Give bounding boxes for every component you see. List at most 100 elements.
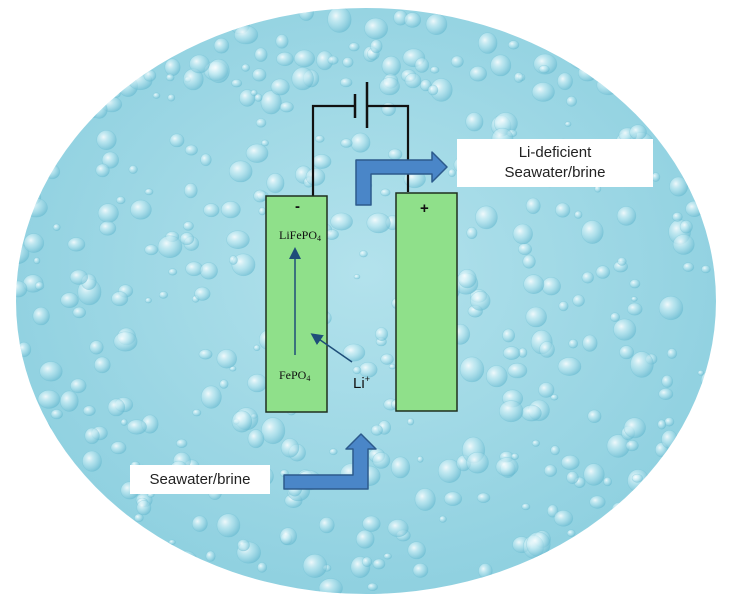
water-droplet [576, 37, 590, 49]
water-droplet [581, 271, 594, 284]
water-droplet [192, 409, 202, 417]
water-droplet [33, 257, 41, 265]
water-droplet [25, 570, 39, 583]
water-droplet [168, 539, 176, 546]
water-droplet [616, 206, 637, 226]
water-droplet [619, 345, 634, 360]
negative-electrode [265, 195, 328, 413]
water-droplet [16, 144, 35, 171]
water-droplet [97, 203, 119, 223]
water-droplet [661, 374, 674, 388]
water-droplet [569, 52, 592, 70]
water-droplet [353, 274, 361, 280]
water-droplet [189, 54, 210, 74]
water-droplet [121, 543, 143, 569]
water-droplet [89, 340, 104, 355]
water-droplet [60, 292, 79, 309]
water-droplet [16, 81, 22, 88]
water-droplet [96, 130, 117, 151]
water-droplet [617, 257, 627, 266]
water-droplet [586, 567, 607, 584]
water-droplet [475, 205, 498, 230]
water-droplet [685, 520, 701, 535]
water-droplet [407, 418, 415, 426]
water-droplet [61, 482, 87, 502]
water-droplet [28, 36, 42, 51]
negative-sign: - [295, 198, 300, 215]
water-droplet [82, 450, 102, 472]
water-droplet [388, 363, 397, 370]
water-droplet [650, 116, 664, 127]
water-droplet [42, 451, 55, 463]
water-droplet [672, 234, 695, 255]
water-droplet [37, 389, 61, 409]
water-droplet [478, 563, 493, 579]
water-droplet [370, 39, 383, 54]
water-droplet [526, 531, 551, 557]
water-droplet [416, 455, 424, 463]
water-droplet [510, 452, 519, 460]
water-droplet [176, 438, 188, 449]
water-droplet [95, 163, 110, 178]
water-droplet [101, 524, 118, 539]
water-droplet [25, 88, 42, 105]
water-droplet [566, 95, 577, 107]
water-droplet [678, 479, 698, 495]
outlet-flow-arrow [355, 151, 448, 206]
water-droplet [148, 27, 156, 33]
water-droplet [275, 34, 289, 49]
water-droplet [375, 327, 389, 341]
water-droplet [125, 59, 133, 68]
water-droplet [255, 118, 267, 128]
water-droplet [241, 63, 250, 72]
water-droplet [427, 84, 439, 96]
water-droplet [629, 279, 641, 289]
water-droplet [692, 153, 716, 173]
water-droplet [657, 106, 677, 127]
water-droplet [72, 306, 87, 319]
lifepo4-base: LiFePO [279, 228, 318, 242]
water-droplet [198, 349, 213, 360]
lifepo4-subscript: 4 [317, 234, 322, 243]
water-droplet [677, 91, 694, 105]
water-droplet [553, 509, 574, 527]
water-droplet [450, 55, 464, 68]
water-droplet [94, 356, 111, 374]
water-droplet [613, 318, 637, 341]
water-droplet [362, 515, 381, 532]
water-droplet [507, 362, 528, 379]
water-droplet [478, 32, 498, 54]
water-droplet [701, 485, 716, 502]
water-droplet [226, 230, 250, 249]
water-droplet [658, 388, 674, 400]
water-droplet [436, 587, 448, 594]
water-droplet [582, 334, 598, 352]
water-droplet [641, 567, 658, 580]
water-droplet [495, 457, 519, 477]
water-droplet [566, 529, 576, 538]
water-droplet [609, 312, 620, 323]
water-droplet [234, 25, 259, 45]
water-droplet [69, 269, 88, 285]
water-droplet [216, 513, 241, 538]
water-droplet [352, 366, 362, 375]
water-droplet [247, 373, 268, 393]
water-droplet [330, 212, 353, 231]
water-droplet [380, 353, 394, 365]
water-droplet [25, 471, 50, 495]
water-droplet [466, 226, 478, 240]
water-droplet [32, 306, 50, 326]
water-droplet [298, 8, 314, 21]
water-droplet [366, 212, 391, 234]
water-droplet [130, 199, 152, 220]
water-droplet [691, 437, 700, 445]
water-droplet [60, 390, 79, 412]
water-droplet [470, 291, 491, 311]
water-droplet [469, 65, 488, 82]
water-droplet [523, 274, 545, 295]
water-droplet [499, 400, 524, 423]
water-droplet [596, 75, 621, 96]
inlet-label-text: Seawater/brine [149, 470, 251, 488]
water-droplet [658, 17, 679, 39]
